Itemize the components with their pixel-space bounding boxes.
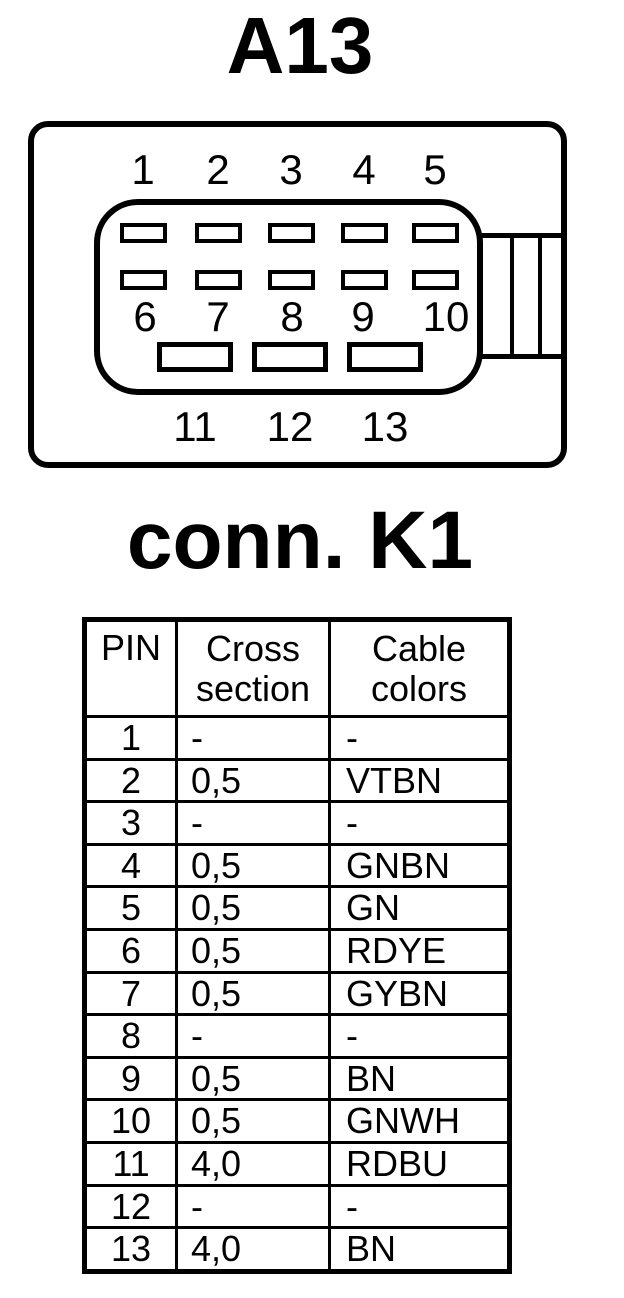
pin-cell: 7 (83, 970, 178, 1017)
pin-cell: 4 (83, 842, 178, 889)
pin-number-label: 4 (352, 146, 376, 193)
pin-number-label: 5 (423, 146, 447, 193)
pin-slot (195, 223, 242, 243)
pin-slot (341, 270, 388, 290)
pin-cell: 12 (83, 1183, 178, 1230)
cross-section-cell: 0,5 (175, 1098, 331, 1144)
cross-section-cell: - (175, 800, 331, 846)
cable-color-cell: - (328, 800, 511, 846)
cable-color-cell: GN (328, 885, 511, 931)
pin-number-label: 12 (266, 403, 314, 450)
pin-cell: 11 (83, 1140, 178, 1187)
cable-color-cell: BN (328, 1055, 511, 1102)
pin-number-label: 6 (133, 293, 157, 340)
cross-section-cell: 0,5 (175, 927, 331, 974)
table-row: 3-- (83, 800, 511, 846)
pin-slot (120, 270, 167, 290)
cable-color-cell: - (328, 715, 511, 761)
cross-section-cell: 0,5 (175, 885, 331, 931)
table-row: 1-- (83, 715, 511, 761)
pin-slot (252, 342, 328, 372)
pin-number-label: 7 (206, 293, 230, 340)
pin-cell: 3 (83, 800, 178, 846)
pin-number-label: 3 (279, 146, 303, 193)
pin-cell: 8 (83, 1013, 178, 1059)
pin-cell: 13 (83, 1226, 178, 1273)
pin-cell: 5 (83, 885, 178, 931)
pin-slot (120, 223, 167, 243)
table-row: 8-- (83, 1013, 511, 1059)
cable-color-cell: RDYE (328, 927, 511, 974)
key-tab-rib (510, 238, 514, 354)
cable-color-cell: - (328, 1013, 511, 1059)
cable-color-cell: GNBN (328, 842, 511, 889)
cable-color-cell: - (328, 1183, 511, 1230)
cable-color-cell: RDBU (328, 1140, 511, 1187)
column-header-cable-colors: Cable colors (328, 618, 511, 718)
pin-slot (195, 270, 242, 290)
pin-number-label: 9 (351, 293, 375, 340)
cable-color-cell: VTBN (328, 757, 511, 804)
cross-section-cell: - (175, 1183, 331, 1230)
cross-section-cell: 0,5 (175, 1055, 331, 1102)
pin-slot (157, 342, 233, 372)
connector-key-tab (479, 233, 567, 359)
pin-slot (347, 342, 423, 372)
cross-section-cell: 0,5 (175, 842, 331, 889)
pin-number-label: 2 (206, 146, 230, 193)
pin-number-label: 13 (361, 403, 409, 450)
cross-section-cell: - (175, 1013, 331, 1059)
pin-number-label: 11 (173, 403, 217, 450)
cable-color-cell: GNWH (328, 1098, 511, 1144)
connector-id-title: A13 (226, 1, 374, 90)
pin-slot (412, 223, 459, 243)
cable-color-cell: GYBN (328, 970, 511, 1017)
pin-number-label: 8 (280, 293, 304, 340)
pin-cell: 10 (83, 1098, 178, 1144)
pin-number-label: 10 (422, 293, 470, 340)
pin-slot (341, 223, 388, 243)
pin-cell: 6 (83, 927, 178, 974)
cross-section-cell: 0,5 (175, 757, 331, 804)
key-tab-rib (538, 238, 542, 354)
pin-number-label: 1 (131, 146, 155, 193)
pin-cell: 1 (83, 715, 178, 761)
column-header-pin: PIN (83, 618, 178, 718)
cable-color-cell: BN (328, 1226, 511, 1273)
table-row: 12-- (83, 1183, 511, 1230)
pin-slot (412, 270, 459, 290)
pin-cell: 2 (83, 757, 178, 804)
cross-section-cell: 0,5 (175, 970, 331, 1017)
pin-slot (268, 223, 315, 243)
column-header-cross-section: Cross section (175, 618, 331, 718)
table-title: conn. K1 (126, 495, 474, 586)
cross-section-cell: - (175, 715, 331, 761)
cross-section-cell: 4,0 (175, 1140, 331, 1187)
cross-section-cell: 4,0 (175, 1226, 331, 1273)
pin-cell: 9 (83, 1055, 178, 1102)
pin-slot (268, 270, 315, 290)
